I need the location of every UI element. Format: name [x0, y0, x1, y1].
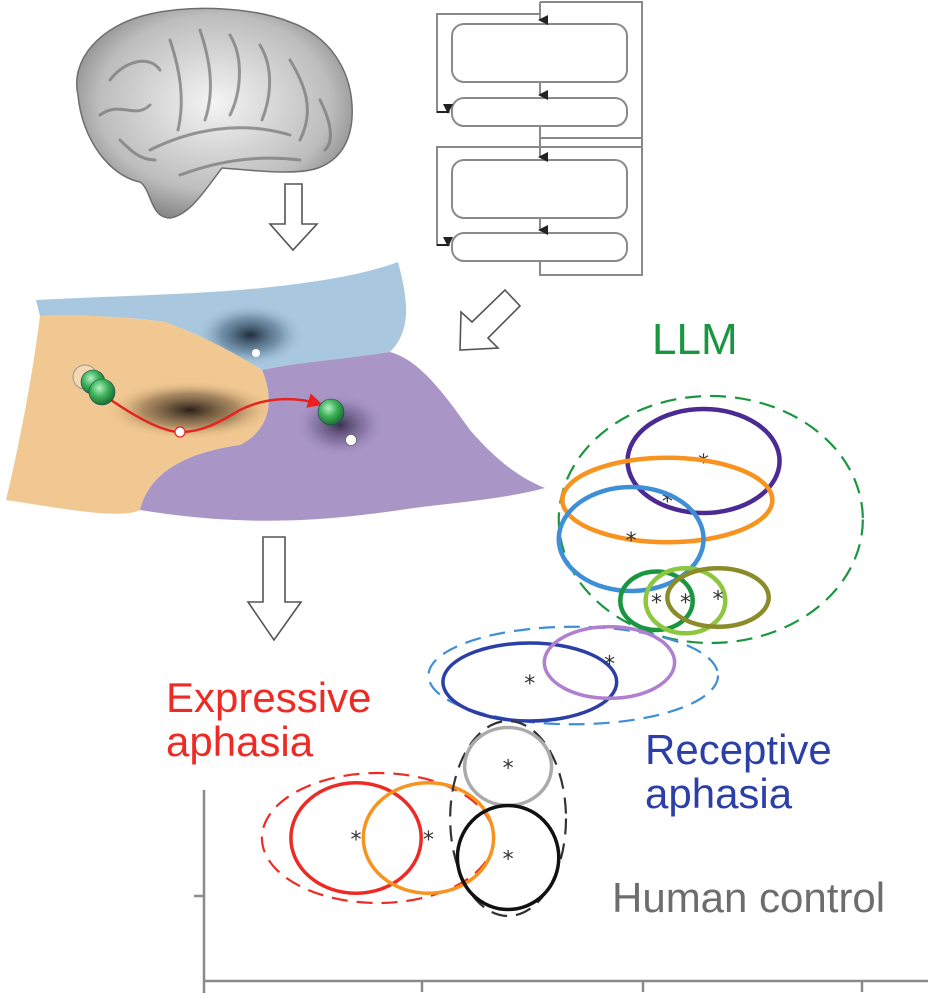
down-arrow-icon [268, 183, 319, 252]
minimum-marker [252, 349, 260, 357]
state-ball [317, 398, 345, 426]
member-ellipse-expressive-aphasia-2 [361, 781, 496, 895]
group-boundary-llm [557, 394, 864, 645]
trajectory-arrow [107, 393, 323, 434]
label-receptive-line2: aphasia [645, 770, 793, 817]
energy-landscape [6, 262, 545, 521]
label-expressive-line2: aphasia [166, 718, 314, 765]
label-expressive-aphasia: Expressive aphasia [166, 676, 371, 764]
down-arrow-icon [246, 536, 303, 642]
member-ellipse-receptive-aphasia-2 [542, 625, 677, 700]
member-ellipse-human-control-2 [455, 803, 561, 912]
centroid-marker: * [524, 672, 535, 697]
member-ellipse-llm-3 [556, 484, 706, 594]
centroid-marker: * [351, 828, 362, 853]
chart-axes [194, 790, 928, 993]
centroid-marker: * [680, 591, 691, 616]
centroid-marker: * [503, 848, 514, 873]
centroid-marker: * [651, 591, 662, 616]
brain-cortex-icon [76, 7, 353, 219]
label-expressive-line1: Expressive [166, 674, 372, 721]
centroid-marker: * [626, 529, 637, 554]
label-receptive-line1: Receptive [645, 726, 832, 773]
member-ellipse-llm-2 [560, 455, 775, 545]
diagonal-arrow-icon [459, 288, 522, 351]
member-ellipse-expressive-aphasia-1 [289, 781, 423, 895]
state-ball [88, 378, 116, 406]
centroid-marker: * [604, 653, 615, 678]
group-boundary-expressive-aphasia [260, 771, 495, 905]
centroid-marker: * [423, 828, 434, 853]
group-boundary-receptive-aphasia [427, 625, 720, 726]
member-ellipse-llm-5 [643, 566, 728, 636]
centroid-marker: * [713, 588, 724, 613]
label-receptive-aphasia: Receptive aphasia [645, 728, 832, 816]
ellipse-layer: * * * * * * * * * * * * [260, 394, 864, 918]
member-ellipse-llm-6 [665, 566, 771, 629]
minimum-marker [345, 434, 357, 446]
label-llm: LLM [652, 315, 738, 364]
minimum-marker [174, 426, 186, 438]
member-ellipse-llm-4 [618, 569, 695, 633]
centroid-marker: * [503, 757, 514, 782]
group-boundary-human-control [449, 719, 568, 918]
loop-flowchart-icon [436, 1, 643, 276]
member-ellipse-receptive-aphasia-1 [441, 641, 619, 723]
centroid-marker: * [698, 451, 709, 476]
label-human-control: Human control [612, 874, 886, 921]
centroid-marker: * [662, 490, 673, 515]
